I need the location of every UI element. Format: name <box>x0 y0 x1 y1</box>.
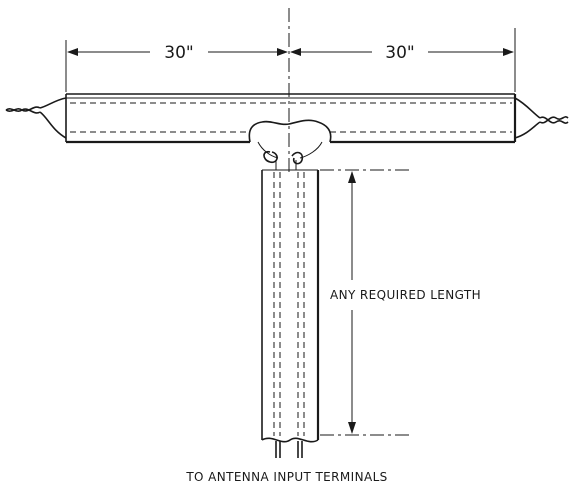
right-dimension-arrow-b <box>503 48 514 56</box>
terminal-leads <box>275 441 303 458</box>
vertical-feed-line <box>261 169 320 443</box>
right-dimension-arrow-a <box>290 48 301 56</box>
feed-junction <box>248 119 332 170</box>
length-label: ANY REQUIRED LENGTH <box>330 288 481 302</box>
right-dimension-text: 30" <box>385 43 414 63</box>
left-twisted-wire <box>5 97 67 139</box>
left-dimension-text: 30" <box>164 43 193 63</box>
terminal-label: TO ANTENNA INPUT TERMINALS <box>185 470 387 484</box>
length-arrow-bottom <box>348 422 356 434</box>
left-dimension-arrow-a <box>67 48 78 56</box>
horizontal-dipole <box>65 93 517 144</box>
left-dimension-arrow-b <box>277 48 288 56</box>
right-twisted-wire <box>514 97 569 139</box>
length-arrow-top <box>348 171 356 183</box>
